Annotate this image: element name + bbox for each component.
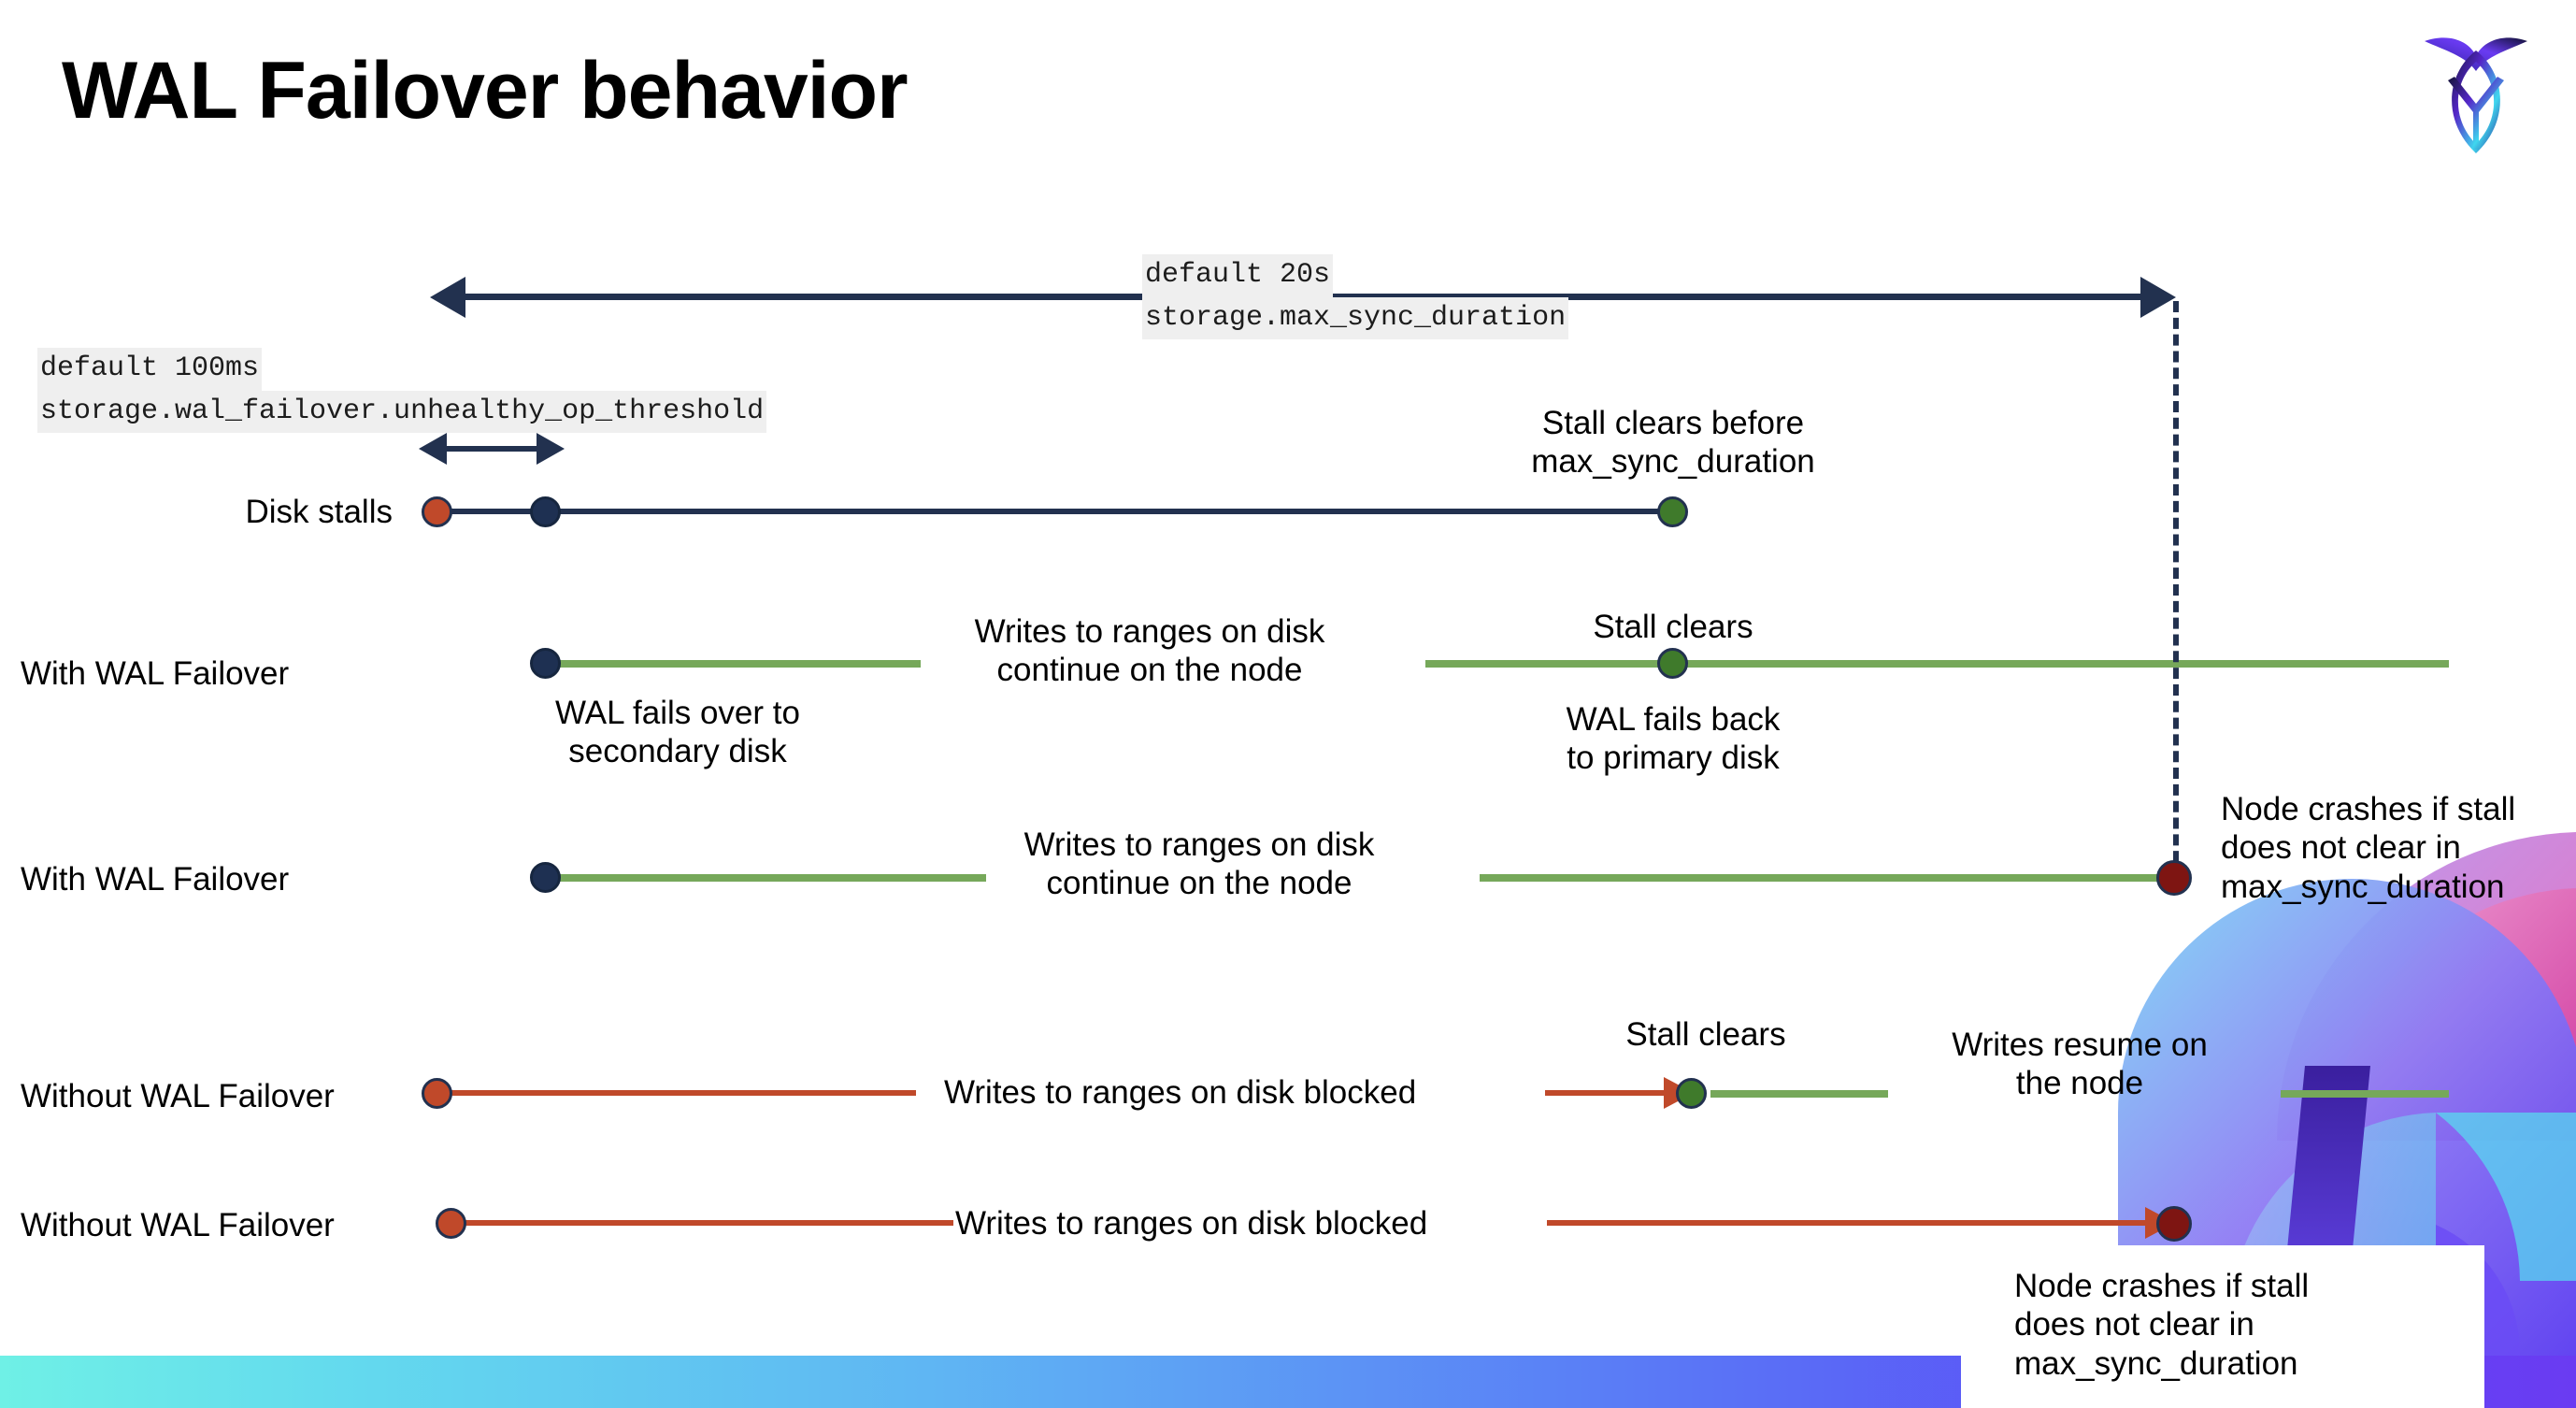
without-wal-failover-1-track-green-2 <box>2281 1090 2449 1098</box>
without-wal-failover-1-track-green <box>1710 1090 1888 1098</box>
without-wal-failover-2-track-right <box>1547 1220 2150 1226</box>
with-wal-failover-2-failover-dot <box>530 862 561 893</box>
max-sync-duration-tag: default 20s storage.max_sync_duration <box>1142 254 1569 339</box>
annotation-wal-fails-back: WAL fails back to primary disk <box>1566 701 1781 777</box>
max-sync-duration-right-arrowhead <box>2140 277 2176 318</box>
unhealthy-op-threshold-right-arrowhead <box>537 433 565 465</box>
annotation-stall-clears-2: Stall clears <box>1625 1016 1786 1053</box>
max-sync-duration-dropline <box>2173 301 2179 879</box>
unhealthy-op-threshold-span-line <box>447 446 537 452</box>
unhealthy-op-threshold-tag: default 100ms storage.wal_failover.unhea… <box>37 348 767 433</box>
annotation-node-crashes-1: Node crashes if stall does not clear in … <box>2221 791 2516 905</box>
without-wal-failover-2-start-dot <box>436 1208 466 1239</box>
without-wal-failover-1-track-left <box>449 1090 916 1096</box>
annotation-stall-clears-before: Stall clears before max_sync_duration <box>1531 405 1815 481</box>
page-title: WAL Failover behavior <box>62 46 909 136</box>
row-label-disk-stalls: Disk stalls <box>245 494 393 530</box>
with-wal-failover-1-clear-dot <box>1657 648 1688 679</box>
unhealthy-op-threshold-default: default 100ms <box>37 348 263 391</box>
without-wal-failover-1-start-dot <box>422 1078 452 1109</box>
annotation-writes-continue-2: Writes to ranges on disk continue on the… <box>1023 826 1375 902</box>
annotation-writes-resume: Writes resume on the node <box>1952 1027 2208 1102</box>
with-wal-failover-1-track-left <box>547 660 921 668</box>
unhealthy-op-threshold-setting: storage.wal_failover.unhealthy_op_thresh… <box>37 390 767 433</box>
without-wal-failover-1-track-arrow-line <box>1545 1090 1667 1096</box>
annotation-writes-blocked-1: Writes to ranges on disk blocked <box>944 1074 1417 1111</box>
annotation-stall-clears-1: Stall clears <box>1593 609 1753 645</box>
disk-stalls-clear-dot <box>1657 496 1688 527</box>
max-sync-duration-left-arrowhead <box>430 277 465 318</box>
with-wal-failover-1-failover-dot <box>530 648 561 679</box>
disk-stalls-track <box>439 509 1673 514</box>
row-label-with-wal-failover-1: With WAL Failover <box>21 655 290 692</box>
disk-stalls-failover-dot <box>530 496 561 527</box>
annotation-writes-continue-1: Writes to ranges on disk continue on the… <box>974 613 1325 689</box>
without-wal-failover-2-track-left <box>458 1220 953 1226</box>
with-wal-failover-2-crash-dot <box>2156 860 2192 896</box>
max-sync-duration-default: default 20s <box>1142 254 1334 297</box>
cockroachdb-logo <box>2417 22 2535 159</box>
row-label-without-wal-failover-2: Without WAL Failover <box>21 1207 335 1243</box>
with-wal-failover-2-track-right <box>1480 874 2176 882</box>
annotation-node-crashes-2: Node crashes if stall does not clear in … <box>2014 1268 2310 1382</box>
annotation-wal-fails-over: WAL fails over to secondary disk <box>555 695 800 770</box>
unhealthy-op-threshold-left-arrowhead <box>419 433 447 465</box>
with-wal-failover-2-track-left <box>547 874 986 882</box>
without-wal-failover-1-clear-dot <box>1676 1078 1707 1109</box>
disk-stalls-start-dot <box>422 496 452 527</box>
without-wal-failover-2-crash-dot <box>2156 1206 2192 1242</box>
max-sync-duration-setting: storage.max_sync_duration <box>1142 296 1569 339</box>
row-label-with-wal-failover-2: With WAL Failover <box>21 861 290 898</box>
row-label-without-wal-failover-1: Without WAL Failover <box>21 1078 335 1114</box>
with-wal-failover-1-track-right <box>1425 660 2449 668</box>
annotation-writes-blocked-2: Writes to ranges on disk blocked <box>955 1205 1428 1242</box>
